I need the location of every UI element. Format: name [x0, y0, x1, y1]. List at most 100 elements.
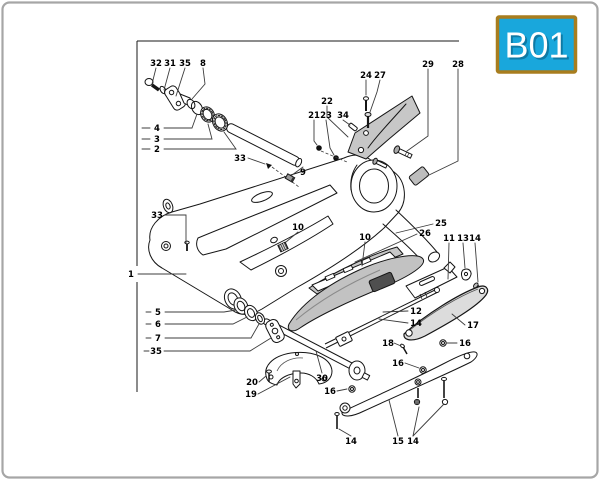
chain-guard-17	[403, 285, 489, 341]
axle-flange-30	[348, 360, 371, 381]
leader-line	[369, 79, 381, 113]
plate-35	[265, 319, 285, 343]
table-code-badge: B01 B01	[495, 15, 578, 74]
leader-line	[315, 350, 323, 374]
nut-16	[439, 339, 447, 347]
part-label-12: 12	[410, 307, 422, 317]
rear-axle-assembly-drawing	[223, 288, 371, 381]
leader-line	[163, 337, 272, 352]
part-label-16: 16	[324, 387, 336, 397]
part-label-31: 31	[164, 59, 176, 69]
bolt	[372, 157, 388, 169]
part-label-32: 32	[150, 59, 162, 69]
pivot-plate	[164, 85, 186, 111]
part-label-8: 8	[200, 59, 206, 69]
leader-line	[247, 157, 266, 165]
part-label-15: 15	[392, 437, 404, 447]
bolt-27	[364, 112, 372, 128]
leader-line	[462, 242, 466, 269]
bearing	[211, 113, 229, 132]
part-label-10: 10	[292, 223, 304, 233]
leader-line	[361, 241, 366, 267]
part-label-14: 14	[469, 234, 481, 244]
leader-line	[451, 313, 466, 326]
part-label-16: 16	[459, 339, 471, 349]
bushing-9	[284, 173, 296, 183]
part-label-20: 20	[246, 378, 258, 388]
part-label-3: 3	[154, 135, 160, 145]
part-label-24: 24	[360, 71, 372, 81]
leader-line	[191, 67, 206, 100]
part-label-19: 19	[245, 390, 257, 400]
leader-line	[325, 119, 335, 156]
leader-line	[404, 362, 420, 369]
nut-16	[419, 366, 427, 374]
chain-guide-bracket-drawing	[316, 95, 430, 186]
leader-line	[395, 223, 434, 234]
leader-line	[474, 242, 479, 283]
leader-line	[336, 388, 348, 392]
slider-pad	[368, 271, 396, 293]
washer	[413, 398, 421, 406]
part-label-21: 21	[308, 111, 320, 121]
part-label-29: 29	[422, 60, 434, 70]
part-label-35: 35	[179, 59, 191, 69]
leader-line	[382, 310, 409, 313]
part-label-9: 9	[300, 168, 306, 178]
part-label-17: 17	[467, 321, 479, 331]
pad-plate-28	[408, 166, 430, 186]
leader-line	[326, 105, 349, 138]
leader-line	[378, 318, 409, 324]
part-label-1: 1	[128, 270, 134, 280]
part-label-30: 30	[316, 374, 328, 384]
bearing	[200, 106, 215, 123]
part-label-11: 11	[443, 234, 455, 244]
chain-slider-drawing	[287, 246, 425, 332]
table-code-badge-box	[495, 15, 578, 74]
swingarm-body-drawing	[148, 154, 441, 315]
leader-line	[164, 309, 237, 313]
leader-line	[163, 113, 198, 129]
part-label-23: 23	[320, 111, 332, 121]
leader-line	[285, 231, 299, 243]
leader-line	[412, 406, 420, 437]
part-label-5: 5	[155, 308, 161, 318]
leader-lines	[137, 67, 479, 437]
washer	[414, 378, 422, 386]
chain-guard-assembly-drawing	[324, 261, 489, 393]
part-label-16: 16	[392, 359, 404, 369]
leader-line	[393, 342, 402, 347]
leader-line	[257, 376, 291, 395]
fastener-23	[333, 155, 339, 161]
part-label-6: 6	[155, 320, 161, 330]
leader-line	[163, 131, 237, 150]
leader-line	[164, 323, 260, 339]
part-label-33: 33	[234, 154, 246, 164]
part-label-22: 22	[321, 97, 333, 107]
leader-line	[163, 123, 213, 140]
part-label-14: 14	[345, 437, 357, 447]
part-label-35: 35	[150, 347, 162, 357]
adjuster-rod-drawing	[324, 287, 440, 349]
leader-line	[163, 67, 171, 91]
leader-line	[175, 67, 186, 97]
pivot-axle-assembly-drawing	[144, 78, 303, 188]
part-label-14: 14	[407, 437, 419, 447]
table-code-label: B01	[504, 25, 568, 66]
pivot-shaft	[226, 123, 303, 168]
leader-line	[412, 403, 445, 437]
table-code-shadow: B01	[506, 27, 570, 68]
leader-line	[342, 119, 351, 126]
leader-line	[406, 68, 429, 152]
spacer-7	[254, 312, 266, 325]
part-label-13: 13	[457, 234, 469, 244]
leader-line	[426, 68, 459, 177]
nut-16	[348, 385, 356, 393]
part-label-34: 34	[337, 111, 349, 121]
torque-arm-drawing	[334, 351, 478, 429]
part-label-27: 27	[374, 71, 386, 81]
fastener-21	[316, 145, 322, 151]
